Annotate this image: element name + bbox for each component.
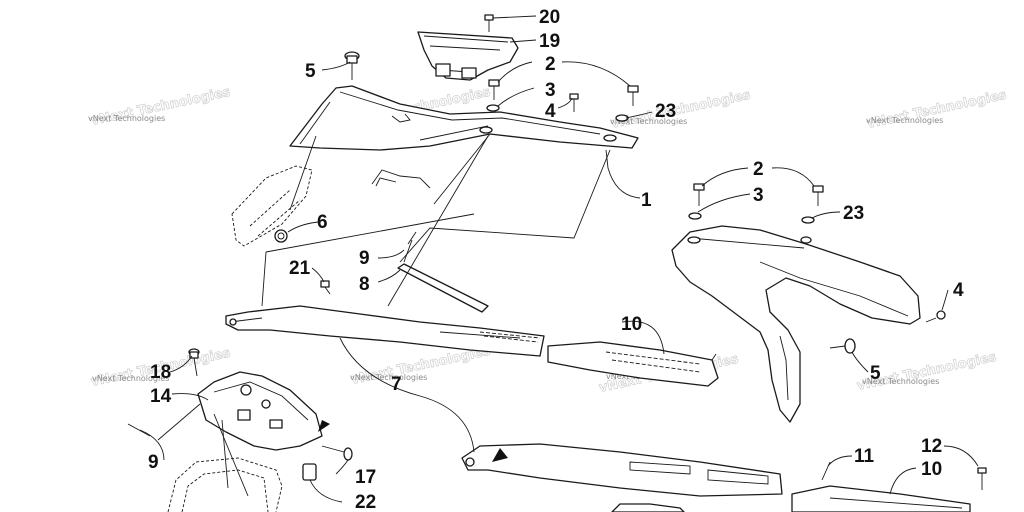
cable-tie (407, 231, 417, 245)
watermark-text: vNext Technologies (350, 373, 427, 382)
screw-icon (812, 185, 824, 206)
frame-tube-outline-inner (181, 469, 269, 512)
callout-number: 12 (921, 436, 942, 457)
callout-number: 14 (150, 386, 172, 407)
callout-number: 10 (921, 459, 942, 480)
callout-number: 23 (655, 101, 676, 122)
clip-nut-icon (801, 216, 815, 224)
bolt-icon (829, 338, 856, 354)
callout-number: 3 (545, 80, 556, 101)
nut-icon (274, 229, 288, 243)
callout-number: 20 (539, 7, 560, 28)
gauge-housing (417, 31, 519, 81)
watermark-outline: vNext Technologies (866, 88, 1008, 132)
callout-number: 2 (753, 159, 764, 180)
leader-lines (139, 15, 979, 503)
callout-number: 22 (355, 492, 376, 512)
washer-icon (486, 104, 500, 112)
pin-icon (127, 423, 151, 437)
callout-number: 4 (953, 280, 964, 301)
side-bracket (547, 341, 719, 387)
watermark-text: vNext Technologies (88, 114, 165, 123)
upper-dash-panel (289, 85, 639, 151)
watermark-text: vNext Technologies (610, 117, 687, 126)
washer-icon (688, 212, 702, 220)
bolt-icon (320, 280, 331, 295)
frame-tube-outline (167, 457, 283, 512)
watermark-text: vNext Technologies (862, 377, 939, 386)
callout-number: 9 (359, 248, 370, 269)
screw-icon (977, 467, 987, 490)
screw-icon (569, 93, 579, 112)
callout-number: 21 (289, 258, 311, 279)
callout-number: 18 (150, 362, 171, 383)
screw-icon (925, 310, 946, 323)
lower-frame-rail (461, 443, 783, 497)
screw-icon (484, 14, 494, 32)
callout-number: 9 (148, 452, 159, 473)
bolt-icon (188, 348, 200, 377)
callout-number: 19 (539, 31, 560, 52)
callout-number: 23 (843, 203, 864, 224)
callout-number: 8 (359, 274, 370, 295)
callout-number: 5 (305, 61, 316, 82)
callout-number: 4 (545, 101, 556, 122)
screw-icon (693, 183, 705, 206)
bolt-icon (344, 51, 360, 80)
wire-bracket (371, 169, 431, 189)
screw-icon (488, 79, 500, 100)
right-side-panel (671, 225, 921, 423)
support-rod (397, 239, 489, 313)
callout-number: 2 (545, 54, 556, 75)
callout-number: 17 (355, 467, 376, 488)
callout-number: 10 (621, 314, 642, 335)
callout-number: 11 (854, 446, 875, 467)
partial-bracket (611, 503, 685, 512)
clip-icon (302, 463, 317, 481)
wire-bracket-detail (375, 177, 397, 187)
hidden-bracket-outline (231, 165, 313, 247)
bolt-icon (321, 445, 353, 461)
callout-number: 3 (753, 185, 764, 206)
callout-number: 7 (391, 374, 402, 395)
mounting-plate (197, 371, 330, 451)
screw-icon (627, 85, 639, 106)
callout-labels: 20 19 5 2 3 4 23 1 2 3 23 6 9 8 21 4 10 … (148, 7, 964, 512)
watermark-text: vNext Technologies (866, 116, 943, 125)
callout-number: 1 (641, 190, 652, 211)
lower-side-bracket (791, 485, 971, 512)
hidden-bracket-detail (249, 189, 301, 237)
callout-number: 6 (317, 212, 328, 233)
watermark-text: vNext Technologies (92, 374, 169, 383)
callout-number: 5 (870, 363, 881, 384)
upper-frame-rail (225, 305, 545, 357)
